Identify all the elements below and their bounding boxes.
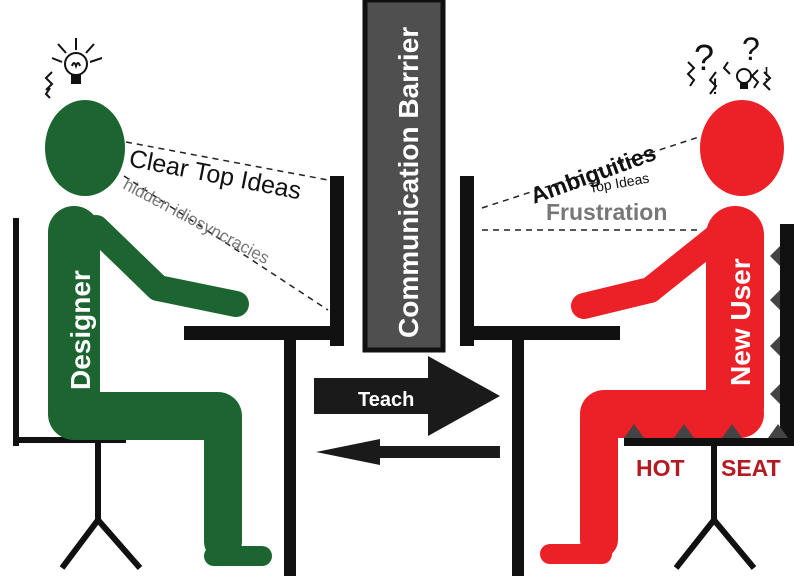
- designer-sightlines: [123, 141, 329, 311]
- designer-label: Designer: [65, 270, 96, 390]
- new-user-figure: [540, 100, 784, 564]
- new-user-label: New User: [725, 258, 756, 386]
- new-user-sightlines: [481, 135, 703, 231]
- hot-seat-word-hot: HOT: [636, 455, 685, 481]
- confusion-exclaim-1: !: [712, 74, 718, 99]
- confusion-question-mark-2: ?: [742, 31, 760, 67]
- hot-seat-word-seat: SEAT: [721, 455, 781, 481]
- teach-label: Teach: [358, 389, 414, 411]
- new-user-desk: [460, 176, 620, 576]
- feedback-arrow: [316, 439, 500, 465]
- new-user-thought-frustration: Frustration: [546, 199, 667, 225]
- designer-lightbulb-icon: [44, 38, 103, 99]
- designer-desk: [184, 176, 344, 576]
- teach-arrow: [314, 356, 500, 436]
- new-user-chair: [624, 424, 794, 570]
- new-user-confusion-icon: [686, 61, 772, 95]
- designer-figure: [45, 100, 272, 566]
- barrier-label: Communication Barrier: [393, 27, 424, 338]
- new-user-chair-back: [770, 224, 794, 446]
- communication-barrier: [362, 0, 446, 353]
- designer-chair: [13, 218, 143, 570]
- confusion-question-mark-1: ?: [694, 37, 714, 78]
- confusion-exclaim-2: !: [764, 64, 769, 84]
